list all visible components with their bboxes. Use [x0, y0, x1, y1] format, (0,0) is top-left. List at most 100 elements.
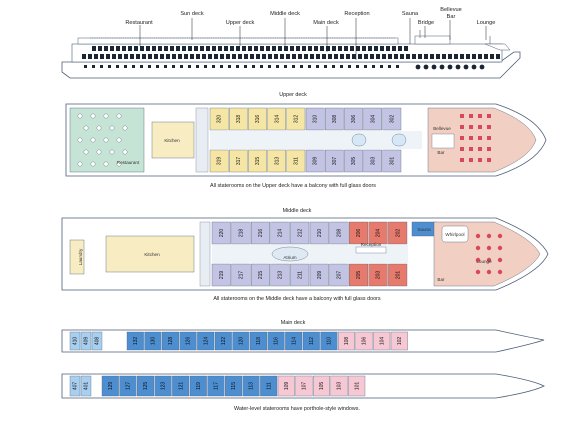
main-room-120: 120: [232, 331, 250, 351]
room-number: 213: [278, 271, 284, 280]
main-room-124: 124: [197, 331, 215, 351]
main-room-410: 410: [69, 331, 81, 351]
room-number: 115: [231, 382, 237, 390]
room-number: 215: [258, 271, 264, 280]
upper-restaurant-label: Restaurant: [117, 160, 140, 165]
lower-room-127: 127: [119, 375, 137, 397]
upper-room-303: 303: [363, 149, 382, 173]
room-number: 109: [284, 382, 290, 391]
room-number: 217: [239, 271, 245, 280]
room-number: 305: [351, 157, 357, 166]
lower-room-401: 401: [80, 375, 92, 397]
middle-room-204: 204: [368, 221, 388, 245]
main-room-114: 114: [285, 331, 303, 351]
room-number: 310: [313, 115, 319, 124]
middle-room-216: 216: [251, 221, 270, 245]
middle-room-208: 208: [329, 221, 349, 245]
room-number: 216: [258, 229, 264, 238]
middle-room-213: 213: [270, 263, 290, 287]
upper-kitchen: [151, 121, 195, 159]
room-number: 206: [356, 229, 362, 238]
room-number: 211: [297, 271, 303, 279]
upper-kitchen-label: Kitchen: [164, 138, 180, 143]
upper-room-306: 306: [344, 107, 363, 131]
upper-lounge-seating: [431, 114, 491, 162]
room-number: 113: [249, 382, 255, 390]
room-number: 114: [291, 337, 297, 345]
ship-profile: [61, 30, 521, 79]
room-number: 317: [236, 157, 242, 166]
room-number: 118: [256, 337, 262, 345]
room-number: 218: [239, 229, 245, 238]
middle-deck-title: Middle deck: [283, 208, 312, 214]
room-number: 106: [362, 337, 368, 346]
upper-room-319: 319: [209, 149, 229, 173]
lower-room-115: 115: [225, 375, 242, 397]
middle-room-215: 215: [251, 263, 270, 287]
room-number: 102: [397, 337, 403, 346]
lower-room-101: 101: [348, 375, 366, 397]
main-room-126: 126: [179, 331, 197, 351]
lower-room-109: 109: [277, 375, 295, 397]
upper-room-308: 308: [325, 107, 344, 131]
room-number: 315: [255, 157, 261, 166]
middle-room-206: 206: [349, 221, 368, 245]
upper-room-316: 316: [248, 107, 267, 131]
profile-label-upper-deck: Upper deck: [226, 20, 255, 26]
middle-room-212: 212: [290, 221, 310, 245]
lower-room-407: 407: [69, 375, 81, 397]
room-number: 316: [255, 115, 261, 124]
profile-label-reception: Reception: [344, 11, 369, 17]
profile-label-restaurant: Restaurant: [125, 20, 153, 26]
main-room-130: 130: [144, 331, 162, 351]
room-number: 408: [95, 337, 101, 346]
upper-room-309: 309: [305, 149, 325, 173]
whirlpool: [441, 225, 469, 243]
middle-room-207: 207: [329, 263, 349, 287]
room-number: 407: [73, 382, 79, 391]
main-room-110: 110: [320, 331, 338, 351]
lower-room-111: 111: [260, 375, 278, 397]
room-number: 219: [219, 271, 225, 280]
room-number: 122: [221, 337, 227, 346]
middle-deck-plan: [61, 217, 549, 291]
room-number: 207: [337, 271, 343, 280]
room-number: 409: [84, 337, 90, 346]
lower-room-107: 107: [295, 375, 313, 397]
main-deck-title: Main deck: [281, 320, 306, 326]
profile-window-bands: [82, 46, 500, 59]
middle-deck-caption: All staterooms on the Middle deck have a…: [213, 296, 381, 302]
middle-room-205: 205: [349, 263, 368, 287]
main-room-122: 122: [214, 331, 232, 351]
room-number: 112: [309, 337, 315, 345]
profile-label-lounge: Lounge: [477, 20, 496, 26]
middle-lounge-label: Lounge: [476, 259, 492, 264]
room-number: 313: [274, 157, 280, 166]
upper-room-302: 302: [382, 107, 402, 131]
middle-lounge-seating: [475, 233, 503, 275]
upper-deck-plan: [65, 103, 547, 177]
room-number: 311: [294, 157, 300, 165]
room-number: 128: [168, 337, 174, 346]
upper-room-320: 320: [209, 107, 229, 131]
upper-room-318: 318: [229, 107, 248, 131]
lower-room-113: 113: [242, 375, 260, 397]
profile-portholes: [84, 64, 485, 70]
room-number: 303: [370, 157, 376, 166]
middle-room-220: 220: [211, 221, 231, 245]
upper-deck-caption: All staterooms on the Upper deck have a …: [210, 183, 376, 189]
middle-kitchen: [105, 235, 195, 273]
upper-room-301: 301: [382, 149, 402, 173]
room-number: 214: [278, 229, 284, 238]
lower-room-117: 117: [207, 375, 225, 397]
middle-room-202: 202: [388, 221, 408, 245]
profile-label-sauna: Sauna: [402, 11, 419, 17]
middle-reception-label: Reception: [361, 242, 382, 247]
room-number: 309: [313, 157, 319, 166]
room-number: 124: [203, 337, 209, 346]
main-room-102: 102: [390, 331, 408, 351]
main-room-112: 112: [302, 331, 320, 351]
lower-room-129: 129: [101, 375, 119, 397]
